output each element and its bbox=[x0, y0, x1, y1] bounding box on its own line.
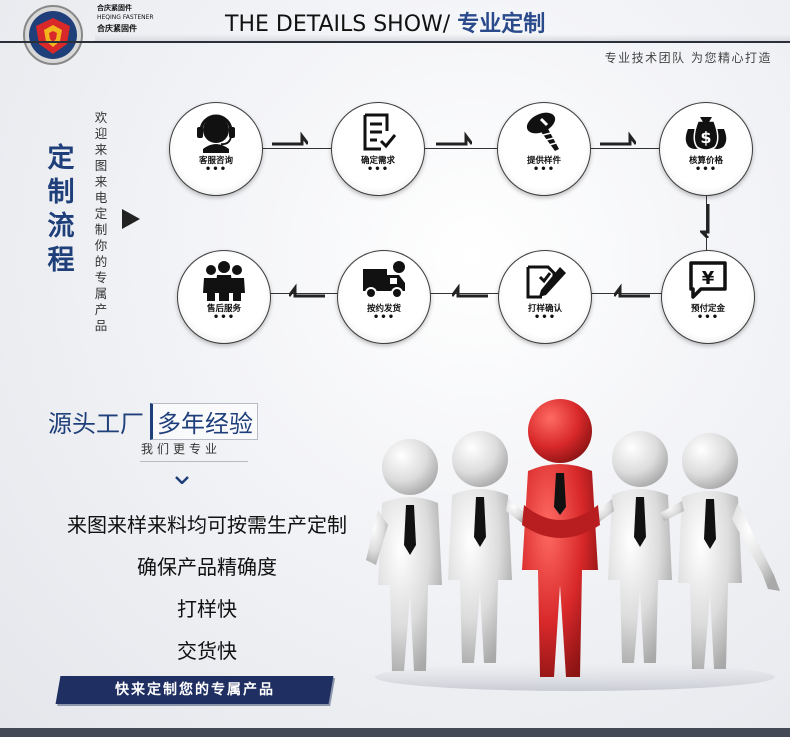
title-en: THE DETAILS SHOW/ bbox=[225, 12, 451, 37]
feature-line: 打样快 bbox=[177, 597, 237, 621]
header-subtitle: 专业技术团队 为您精心打造 bbox=[604, 51, 772, 65]
step-dots: ••• bbox=[533, 312, 557, 323]
money-bags-icon: $ bbox=[685, 117, 727, 151]
header-shade bbox=[95, 34, 790, 41]
brand-en: HEQING FASTENER bbox=[97, 14, 154, 21]
feature-line: 来图来样来料均可按需生产定制 bbox=[67, 513, 347, 537]
slogan-b: 多年经验 bbox=[150, 403, 258, 440]
brand-cn2: 合庆紧固件 bbox=[97, 24, 137, 33]
truck-icon bbox=[363, 261, 405, 299]
process-title-char: 程 bbox=[47, 245, 75, 276]
step-dots: ••• bbox=[204, 164, 228, 175]
screw-icon bbox=[526, 112, 559, 151]
step-dots: ••• bbox=[532, 164, 556, 175]
title-cn: 专业定制 bbox=[457, 12, 546, 37]
step-label: 预付定金 bbox=[690, 304, 725, 314]
step-label: 客服咨询 bbox=[198, 156, 233, 166]
step-label: 核算价格 bbox=[688, 156, 723, 166]
team-icon bbox=[203, 261, 245, 301]
arrow-right-icon bbox=[272, 131, 308, 146]
arrow-left-icon bbox=[289, 283, 325, 298]
step-label: 确定需求 bbox=[360, 156, 395, 166]
step-dots: ••• bbox=[694, 164, 718, 175]
white-figure bbox=[366, 439, 442, 671]
team-illustration bbox=[366, 399, 780, 691]
bottom-bar bbox=[0, 728, 790, 737]
header-divider bbox=[0, 41, 790, 43]
step-label: 售后服务 bbox=[206, 304, 241, 314]
step-delivery: 按约发货 ••• bbox=[337, 250, 431, 344]
arrow-left-icon bbox=[614, 283, 650, 298]
white-figure bbox=[660, 433, 780, 669]
cta-banner: 快来定制您的专属产品 bbox=[55, 676, 334, 704]
triangle-right-icon bbox=[122, 209, 140, 229]
feature-line: 确保产品精确度 bbox=[137, 555, 277, 579]
arrow-right-icon bbox=[436, 131, 472, 146]
subtitle-underline bbox=[140, 461, 248, 462]
process-line-top bbox=[200, 148, 706, 149]
step-proofing: 打样确认 ••• bbox=[498, 250, 592, 344]
checklist-icon bbox=[363, 113, 397, 151]
step-deposit: ¥ 预付定金 ••• bbox=[661, 250, 755, 344]
arrow-right-icon bbox=[600, 131, 636, 146]
step-dots: ••• bbox=[212, 312, 236, 323]
svg-text:$: $ bbox=[700, 128, 711, 147]
process-subtitle: 欢迎来图来电定制你的专属产品 bbox=[94, 110, 108, 333]
white-figure bbox=[592, 431, 672, 663]
company-logo bbox=[23, 5, 83, 65]
feature-line: 交货快 bbox=[177, 639, 237, 663]
step-requirements: 确定需求 ••• bbox=[331, 102, 425, 196]
yen-chat-icon: ¥ bbox=[689, 261, 727, 299]
headset-icon bbox=[197, 114, 235, 153]
brand-name: 合庆紧固件 HEQING FASTENER 合庆紧固件 bbox=[97, 4, 154, 33]
slogan-subtitle: 我们更专业 bbox=[141, 442, 222, 456]
arrow-left-icon bbox=[452, 283, 488, 298]
step-pricing: $ 核算价格 ••• bbox=[659, 102, 753, 196]
step-label: 按约发货 bbox=[366, 304, 401, 314]
step-aftersales: 售后服务 ••• bbox=[177, 250, 271, 344]
process-title-char: 流 bbox=[47, 211, 75, 242]
step-label: 打样确认 bbox=[527, 304, 562, 314]
cta-banner-text: 快来定制您的专属产品 bbox=[114, 682, 275, 698]
chevron-down-icon bbox=[175, 476, 189, 484]
white-figure bbox=[448, 431, 528, 663]
step-dots: ••• bbox=[696, 312, 720, 323]
process-title: 定 制 流 程 bbox=[46, 142, 76, 278]
arrow-down-icon bbox=[700, 204, 710, 238]
svg-text:¥: ¥ bbox=[702, 268, 715, 289]
step-label: 提供样件 bbox=[526, 156, 561, 166]
page-title: THE DETAILS SHOW/ 专业定制 bbox=[225, 6, 545, 38]
process-title-char: 制 bbox=[47, 177, 75, 208]
step-dots: ••• bbox=[372, 312, 396, 323]
slogan-a: 源头工厂 bbox=[48, 410, 144, 438]
step-dots: ••• bbox=[366, 164, 390, 175]
process-title-char: 定 bbox=[47, 143, 75, 174]
step-sample: 提供样件 ••• bbox=[497, 102, 591, 196]
brand-cn: 合庆紧固件 bbox=[97, 4, 132, 12]
slogan: 源头工厂多年经验 bbox=[48, 403, 258, 440]
red-figure bbox=[522, 399, 600, 677]
pencil-edit-icon bbox=[526, 265, 566, 299]
step-consult: 客服咨询 ••• bbox=[169, 102, 263, 196]
